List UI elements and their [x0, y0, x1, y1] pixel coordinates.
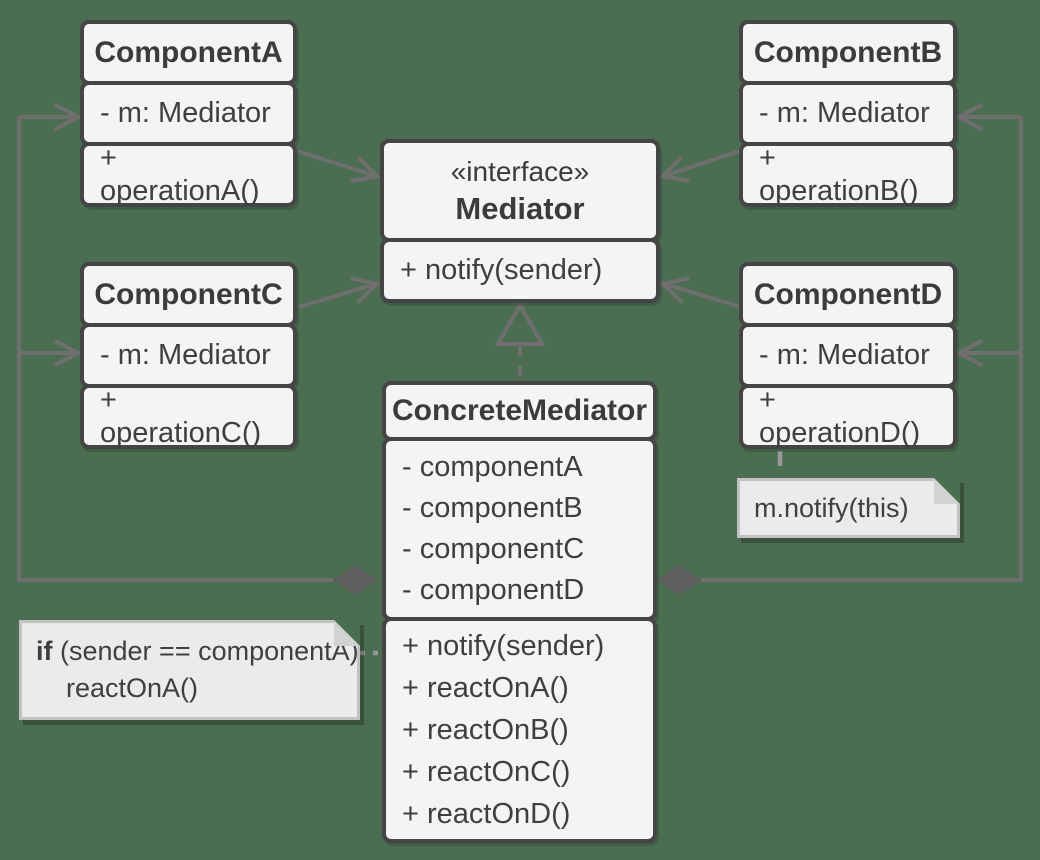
method-reactOnB: + reactOnB(): [402, 714, 569, 746]
composition-diamond-right: [657, 565, 701, 595]
field-componentB: - componentB: [402, 492, 583, 524]
composition-link-left: [17, 117, 377, 595]
association-componentA-mediator: [293, 148, 376, 176]
class-fields: - componentA - componentB - componentC -…: [382, 437, 657, 621]
class-method: + operationB(): [739, 142, 957, 207]
composition-link-right: [657, 117, 1023, 595]
note-fold-icon: [334, 620, 360, 646]
class-mediator-interface: «interface» Mediator + notify(sender): [380, 139, 660, 303]
class-method: + operationC(): [80, 384, 297, 449]
realization-concretemediator-mediator: [494, 300, 546, 380]
field-componentA: - componentA: [402, 451, 583, 483]
class-title: ComponentD: [739, 262, 957, 327]
association-componentB-mediator: [664, 148, 744, 176]
class-componentA: ComponentA - m: Mediator + operationA(): [80, 20, 297, 207]
class-method: + operationD(): [739, 384, 957, 449]
note-keyword: this: [857, 492, 900, 523]
note-text: if (sender == componentA) reactOnA(): [22, 623, 359, 717]
class-concretemediator: ConcreteMediator - componentA - componen…: [382, 381, 657, 843]
note-condition-rest: (sender == componentA): [52, 636, 359, 666]
association-componentC-mediator: [298, 284, 376, 309]
note-notify: m.notify(this): [737, 478, 960, 538]
class-method: + operationA(): [80, 142, 297, 207]
note-condition-line2: reactOnA(): [66, 673, 199, 703]
class-attribute: - m: Mediator: [739, 323, 957, 388]
class-title: ComponentA: [80, 20, 297, 85]
class-title: ComponentB: [739, 20, 957, 85]
method-notify: + notify(sender): [402, 630, 605, 662]
association-componentD-mediator: [664, 284, 742, 309]
method-reactOnC: + reactOnC(): [402, 756, 571, 788]
class-title: ComponentC: [80, 262, 297, 327]
note-notify-suffix: ): [899, 492, 909, 523]
stereotype-label: «interface»: [450, 155, 590, 187]
interface-name: Mediator: [455, 190, 585, 226]
class-method: + notify(sender): [380, 238, 660, 303]
class-methods: + notify(sender) + reactOnA() + reactOnB…: [382, 617, 657, 843]
composition-diamond-left: [333, 565, 377, 595]
class-title: ConcreteMediator: [382, 381, 657, 441]
note-keyword: if: [36, 636, 53, 666]
class-attribute: - m: Mediator: [80, 81, 297, 146]
class-componentB: ComponentB - m: Mediator + operationB(): [739, 20, 957, 207]
field-componentC: - componentC: [402, 533, 585, 565]
note-condition: if (sender == componentA) reactOnA(): [19, 620, 360, 720]
class-attribute: - m: Mediator: [739, 81, 957, 146]
method-reactOnA: + reactOnA(): [402, 672, 569, 704]
class-componentC: ComponentC - m: Mediator + operationC(): [80, 262, 297, 449]
class-title: «interface» Mediator: [380, 139, 660, 242]
note-text: m.notify(this): [740, 481, 957, 535]
field-componentD: - componentD: [402, 574, 585, 606]
class-componentD: ComponentD - m: Mediator + operationD(): [739, 262, 957, 449]
class-attribute: - m: Mediator: [80, 323, 297, 388]
method-reactOnD: + reactOnD(): [402, 798, 571, 830]
realization-triangle: [494, 300, 546, 346]
note-fold-icon: [934, 478, 960, 504]
note-notify-prefix: m.notify(: [754, 492, 858, 523]
